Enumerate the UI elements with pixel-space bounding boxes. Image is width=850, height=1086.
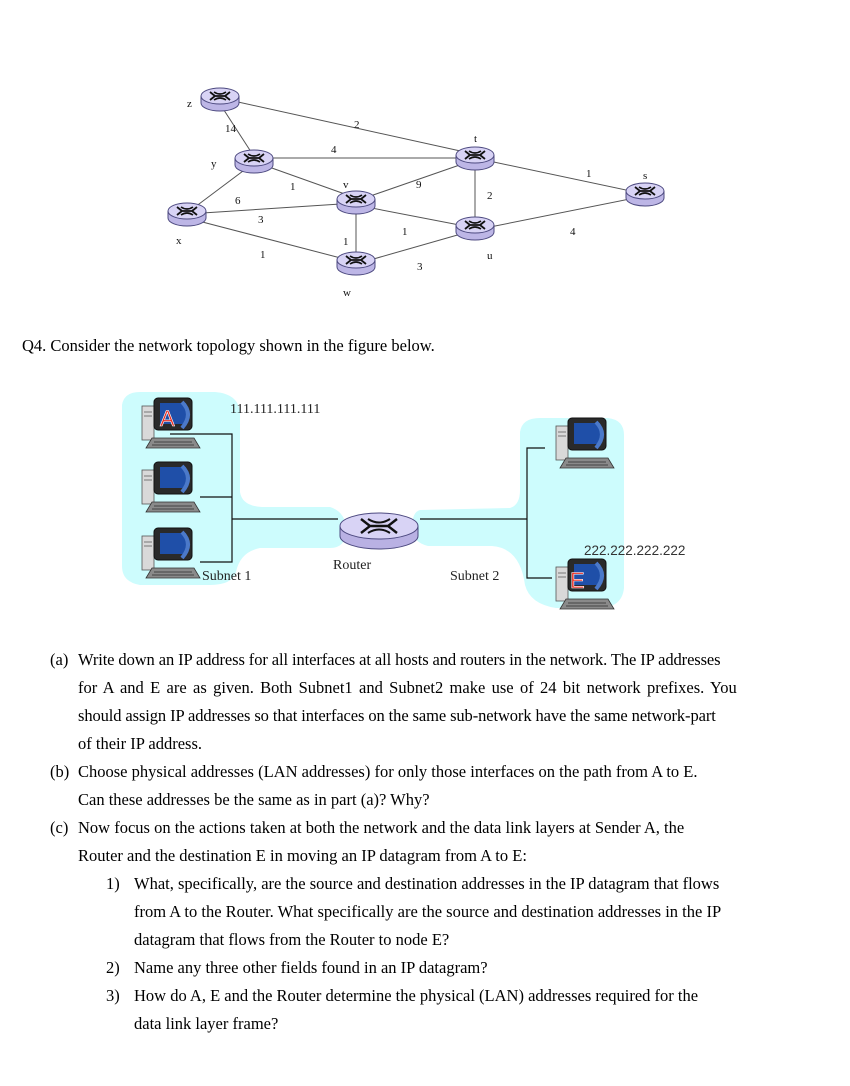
- subnet1-label: Subnet 1: [202, 569, 251, 584]
- weight-t-u: 2: [487, 190, 493, 202]
- edge-v-u: [355, 204, 476, 229]
- router-u: [455, 216, 495, 241]
- part-c: (c) Now focus on the actions taken at bo…: [50, 814, 810, 870]
- router-s: [625, 182, 665, 207]
- ip-address-e: 222.222.222.222: [584, 543, 685, 558]
- weight-z-y: 14: [225, 123, 237, 135]
- node-label-x: x: [176, 235, 182, 247]
- weight-v-u: 1: [402, 226, 408, 238]
- subpart-1: 1) What, specifically, are the source an…: [106, 870, 816, 954]
- part-a: (a) Write down an IP address for all int…: [50, 646, 810, 758]
- edge-v-t: [355, 159, 475, 202]
- subpart-2-marker: 2): [106, 958, 120, 977]
- weight-y-x: 6: [235, 195, 241, 207]
- edge-z-y: [219, 103, 256, 159]
- edge-x-w: [186, 217, 357, 263]
- router-label: Router: [333, 558, 371, 573]
- weight-v-t: 9: [416, 179, 422, 191]
- part-c-marker: (c): [50, 818, 69, 837]
- routing-graph: z y x v w t u s 14 2 4 6 1 3 1 9 1 1 3 2…: [167, 87, 665, 299]
- part-a-line: should assign IP addresses so that inter…: [78, 706, 716, 725]
- subpart-2-line: Name any three other fields found in an …: [134, 958, 488, 977]
- router-z: [200, 87, 240, 112]
- part-c-line: Now focus on the actions taken at both t…: [78, 818, 685, 837]
- weight-t-s: 1: [586, 168, 592, 180]
- ip-address-a: 111.111.111.111: [230, 402, 320, 417]
- node-label-t: t: [474, 133, 477, 145]
- part-c-line: Router and the destination E in moving a…: [78, 846, 527, 865]
- router-w: [336, 251, 376, 276]
- subpart-1-line: from A to the Router. What specifically …: [134, 902, 722, 921]
- node-label-z: z: [187, 98, 192, 110]
- node-label-u: u: [487, 250, 493, 262]
- host-a-label: A: [160, 406, 175, 431]
- weight-w-u: 3: [417, 261, 423, 273]
- subpart-3: 3) How do A, E and the Router determine …: [106, 982, 816, 1038]
- part-a-marker: (a): [50, 650, 69, 669]
- graph-edges: [186, 97, 646, 265]
- subpart-2: 2) Name any three other fields found in …: [106, 954, 816, 982]
- node-label-w: w: [343, 287, 351, 299]
- part-b-line: Choose physical addresses (LAN addresses…: [78, 762, 698, 781]
- central-router: [338, 511, 420, 551]
- subpart-3-line: data link layer frame?: [134, 1014, 279, 1033]
- question-title: Q4. Consider the network topology shown …: [22, 336, 435, 355]
- host-e-label: E: [570, 568, 585, 593]
- node-label-v: v: [343, 179, 349, 191]
- part-b: (b) Choose physical addresses (LAN addre…: [50, 758, 810, 814]
- network-topology: A E 111.111.111.111 222.222.222.222 Subn…: [122, 392, 685, 611]
- subpart-3-marker: 3): [106, 986, 120, 1005]
- subpart-1-line: datagram that flows from the Router to n…: [134, 930, 450, 949]
- edge-u-s: [474, 195, 646, 231]
- subpart-3-line: How do A, E and the Router determine the…: [134, 986, 699, 1005]
- node-label-y: y: [211, 158, 217, 170]
- part-a-line: Write down an IP address for all interfa…: [78, 650, 721, 669]
- subpart-1-line: What, specifically, are the source and d…: [134, 874, 720, 893]
- router-y: [234, 149, 274, 174]
- weight-y-v: 1: [290, 181, 296, 193]
- part-b-marker: (b): [50, 762, 70, 781]
- subnet2-label: Subnet 2: [450, 569, 499, 584]
- router-t: [455, 146, 495, 171]
- part-a-line: for A and E are as given. Both Subnet1 a…: [78, 678, 737, 697]
- weight-y-t: 4: [331, 144, 337, 156]
- edge-t-s: [474, 157, 646, 195]
- weight-v-w: 1: [343, 236, 349, 248]
- router-x: [167, 202, 207, 227]
- weight-x-v: 3: [258, 214, 264, 226]
- edge-w-u: [355, 229, 476, 265]
- weight-x-w: 1: [260, 249, 266, 261]
- part-a-line: of their IP address.: [78, 734, 203, 753]
- part-b-line: Can these addresses be the same as in pa…: [78, 790, 430, 809]
- router-v: [336, 190, 376, 215]
- subpart-1-marker: 1): [106, 874, 120, 893]
- edge-z-t: [219, 97, 475, 155]
- edge-x-v: [186, 202, 357, 215]
- node-label-s: s: [643, 170, 647, 182]
- weight-z-t: 2: [354, 119, 360, 131]
- weight-u-s: 4: [570, 226, 576, 238]
